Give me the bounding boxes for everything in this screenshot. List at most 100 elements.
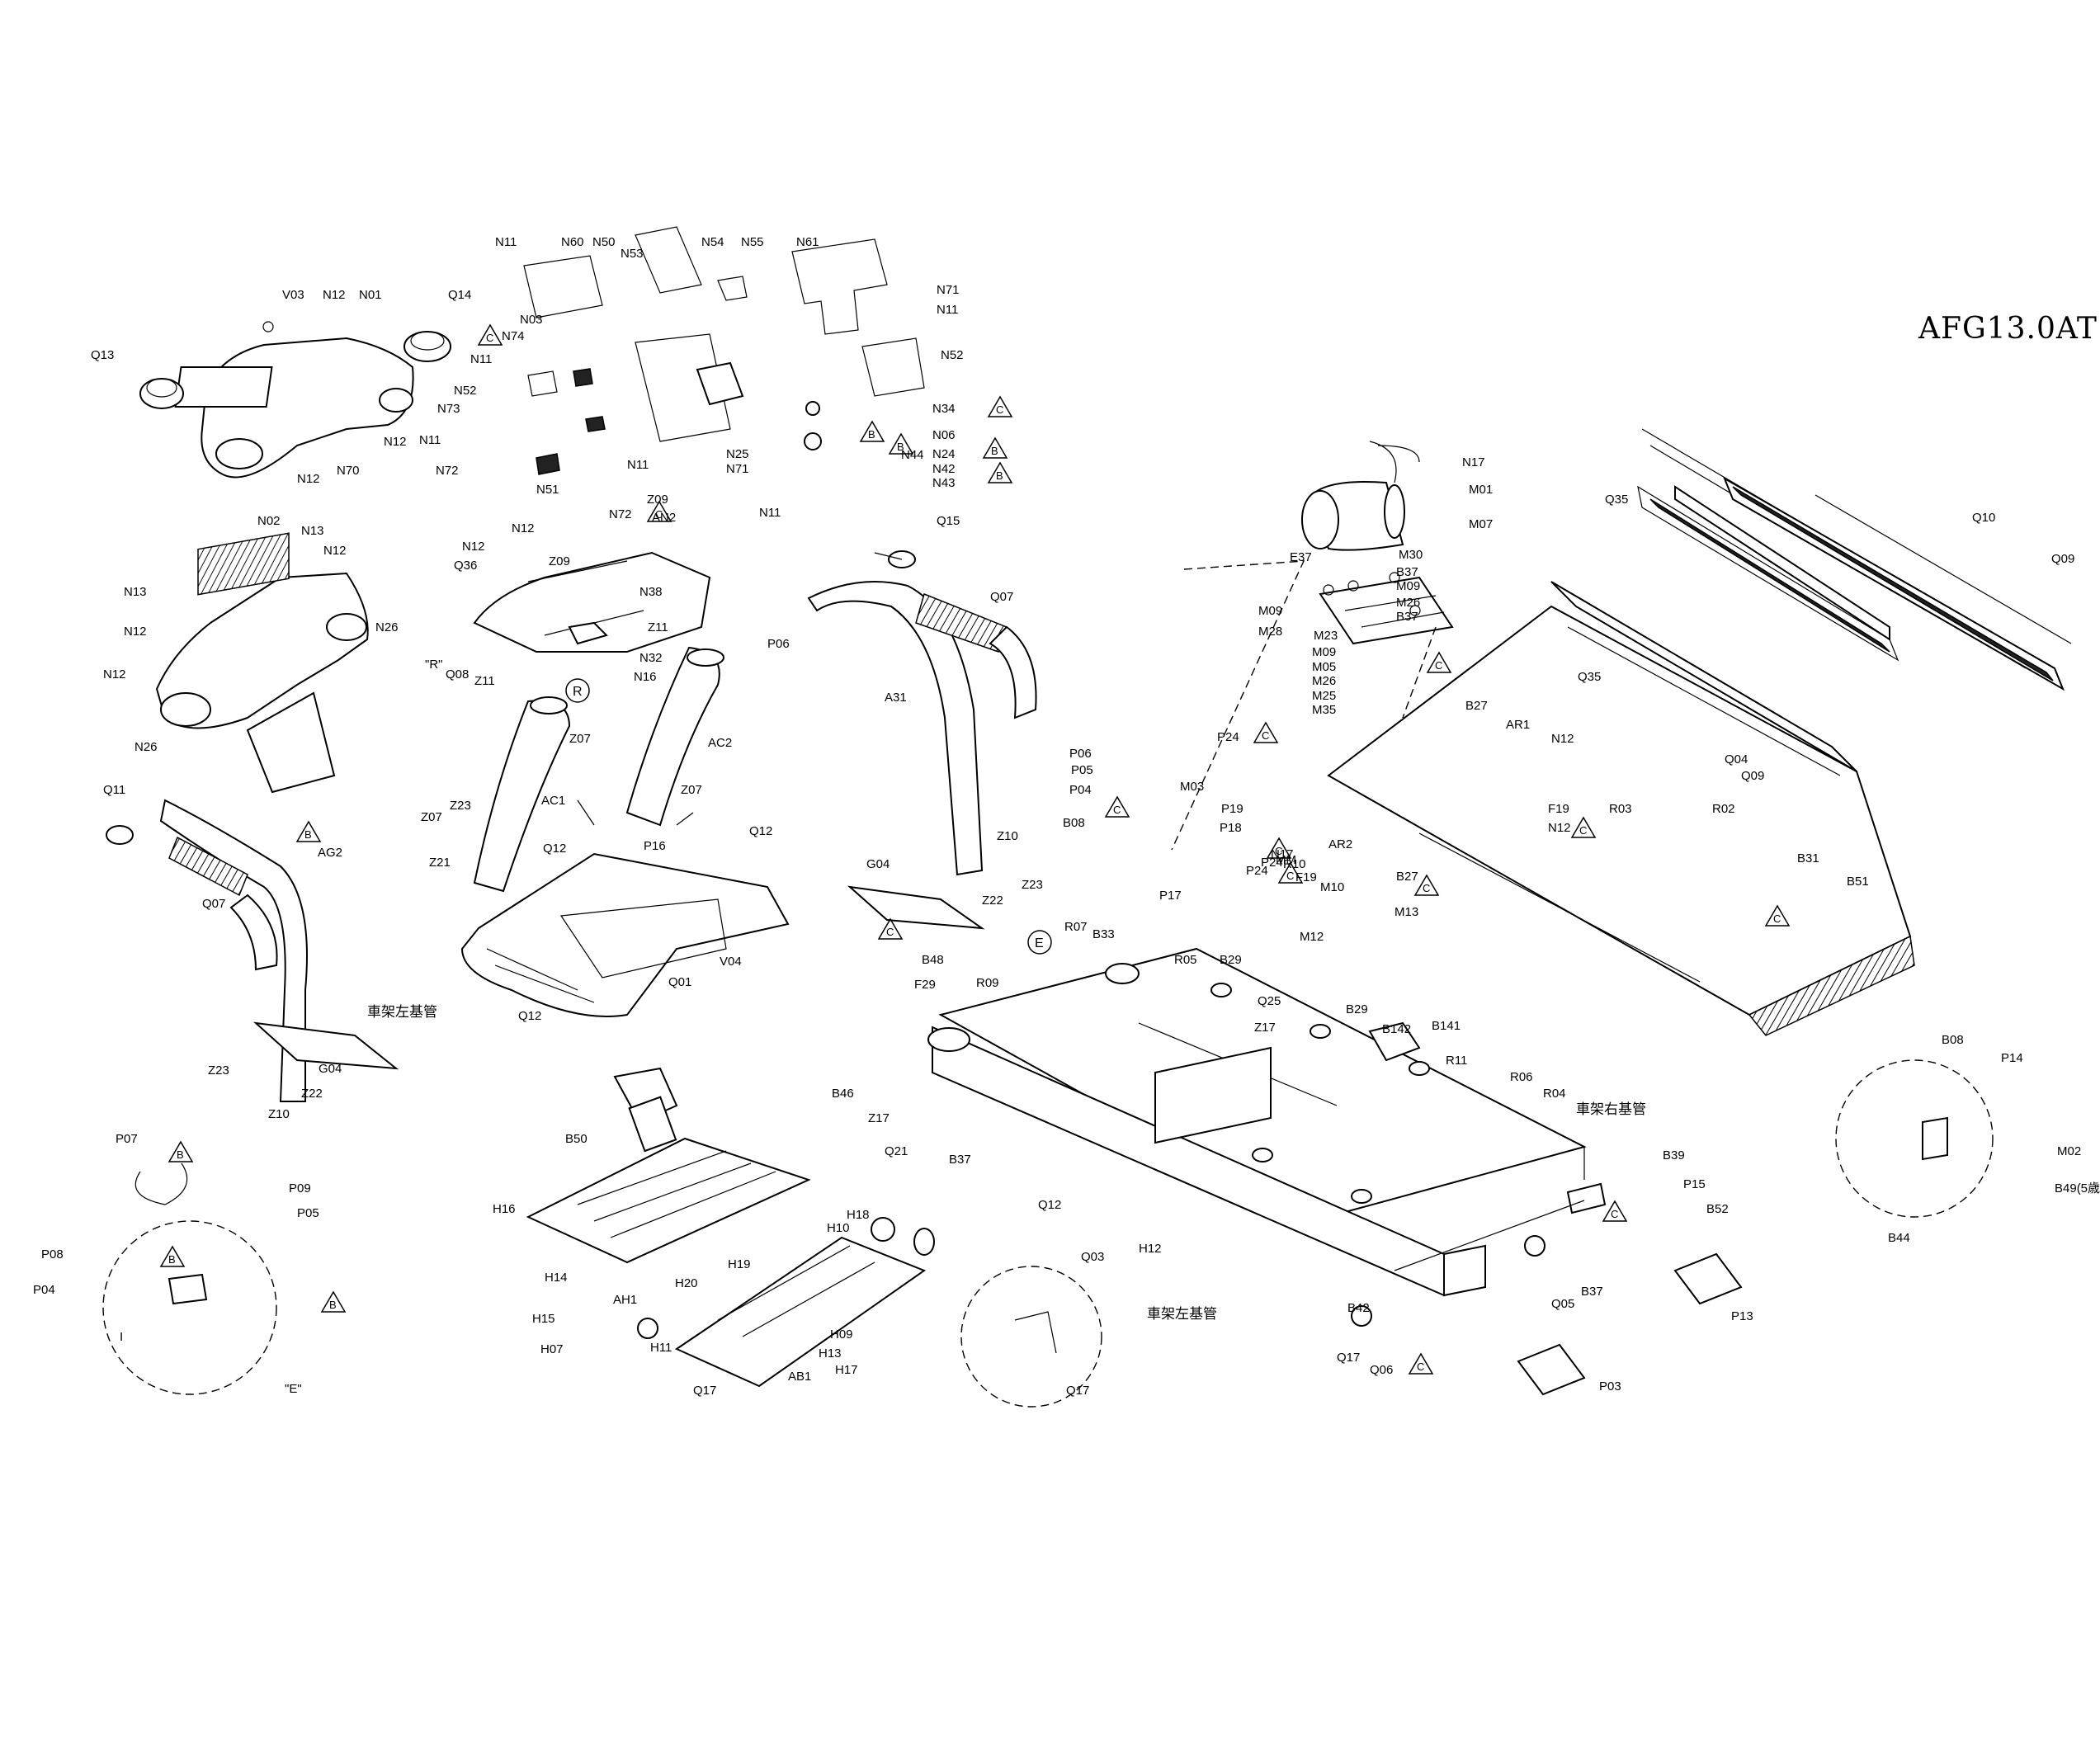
part-label: P05 xyxy=(1071,763,1093,777)
part-label: N11 xyxy=(495,235,517,249)
part-label: Q14 xyxy=(448,288,471,302)
part-label: M01 xyxy=(1469,483,1493,497)
part-label: MM xyxy=(1276,853,1296,867)
part-label: V03 xyxy=(282,288,304,302)
part-label: P06 xyxy=(767,637,790,651)
side-rails xyxy=(1550,428,2072,772)
part-label: Z21 xyxy=(429,856,451,870)
callout-triangle-c: C xyxy=(1266,837,1292,859)
part-label: P05 xyxy=(297,1206,319,1220)
part-label: M35 xyxy=(1312,703,1336,717)
part-label: Q12 xyxy=(518,1009,541,1023)
part-label: P08 xyxy=(41,1247,64,1261)
part-label: N50 xyxy=(592,235,616,249)
part-label: Z07 xyxy=(681,783,702,797)
svg-text:C: C xyxy=(1773,913,1781,925)
svg-text:C: C xyxy=(1286,870,1294,882)
part-label: M10 xyxy=(1320,880,1344,894)
part-label: Z17 xyxy=(1254,1021,1276,1035)
part-label: N53 xyxy=(621,247,644,261)
part-label: M09 xyxy=(1312,645,1336,659)
part-label: R04 xyxy=(1543,1087,1566,1101)
svg-text:R: R xyxy=(573,685,583,699)
drive-motor-assembly xyxy=(1171,441,1454,851)
part-label: Z11 xyxy=(648,620,668,634)
part-label: B52 xyxy=(1706,1202,1729,1216)
part-label: N12 xyxy=(297,472,320,486)
part-label: B42 xyxy=(1347,1301,1370,1315)
part-label: P24 xyxy=(1217,730,1239,744)
svg-text:C: C xyxy=(1423,882,1430,894)
svg-text:B: B xyxy=(329,1299,337,1311)
part-label: H20 xyxy=(675,1276,698,1290)
part-label: Q17 xyxy=(693,1384,716,1398)
part-label: M25 xyxy=(1312,689,1336,703)
svg-text:C: C xyxy=(1113,804,1121,816)
svg-text:B: B xyxy=(991,445,998,457)
part-label: H11 xyxy=(650,1341,672,1355)
part-label: AB1 xyxy=(788,1370,811,1384)
part-label: H18 xyxy=(847,1208,870,1222)
part-label: Q09 xyxy=(1741,769,1764,783)
part-label: R03 xyxy=(1609,802,1632,816)
part-label: B49(5歳) xyxy=(2055,1181,2100,1195)
part-label: Z10 xyxy=(997,829,1018,843)
part-label: N74 xyxy=(502,329,525,343)
callout-triangle-c: C xyxy=(987,395,1013,417)
part-label: N51 xyxy=(536,483,559,497)
part-label: N52 xyxy=(941,348,964,362)
part-label: Q04 xyxy=(1725,752,1748,766)
part-label: H15 xyxy=(532,1312,555,1326)
part-label: N12 xyxy=(512,521,535,535)
callout-triangle-c: C xyxy=(477,323,503,346)
svg-text:C: C xyxy=(486,332,493,344)
callout-triangle-c: C xyxy=(646,500,672,522)
part-label: N12 xyxy=(103,667,126,681)
part-label: B48 xyxy=(922,953,944,967)
part-label: M28 xyxy=(1258,625,1282,639)
callout-triangle-c: C xyxy=(1104,795,1130,818)
part-label: M09 xyxy=(1258,604,1282,618)
callout-triangle-c: C xyxy=(1253,721,1279,743)
part-label: Q13 xyxy=(91,348,114,362)
part-label: N71 xyxy=(726,462,749,476)
part-label: B51 xyxy=(1847,875,1869,889)
svg-text:C: C xyxy=(1262,729,1269,742)
part-label: B141 xyxy=(1432,1019,1461,1033)
part-label: M09 xyxy=(1396,579,1420,593)
callout-triangle-b: B xyxy=(982,436,1008,459)
part-label: B31 xyxy=(1797,851,1819,865)
part-label: Z23 xyxy=(208,1063,229,1078)
part-label: M05 xyxy=(1312,660,1336,674)
callout-triangle-b: B xyxy=(859,420,885,442)
console-lower-assembly xyxy=(155,532,369,794)
part-label: N73 xyxy=(437,402,460,416)
part-label: N34 xyxy=(932,402,956,416)
part-label: AC1 xyxy=(541,794,565,808)
part-label: H12 xyxy=(1139,1242,1162,1256)
part-label: N12 xyxy=(1551,732,1574,746)
callout-triangle-c: C xyxy=(1426,651,1452,673)
console-upper-assembly xyxy=(139,321,451,479)
part-label: B39 xyxy=(1663,1148,1685,1162)
part-label: Q10 xyxy=(1972,511,1995,525)
part-label: P06 xyxy=(1069,747,1092,761)
part-label: Z11 xyxy=(474,674,495,688)
part-label: N11 xyxy=(627,458,649,472)
part-label: R10 xyxy=(1283,857,1306,871)
part-label: H07 xyxy=(540,1342,564,1356)
part-label: P24 xyxy=(1261,856,1283,870)
part-label: AC2 xyxy=(708,736,732,750)
detail-circle-e xyxy=(102,1162,277,1395)
callout-triangle-c: C xyxy=(1413,874,1440,896)
part-label: B27 xyxy=(1465,699,1488,713)
part-label: AR1 xyxy=(1506,718,1530,732)
part-label: P14 xyxy=(2001,1051,2023,1065)
part-label: B44 xyxy=(1888,1231,1910,1245)
callout-triangle-b: B xyxy=(320,1290,347,1313)
frame-label-left-upper: 車架左基管 xyxy=(367,1004,437,1021)
part-label: Q17 xyxy=(1337,1351,1360,1365)
part-label: F19 xyxy=(1295,870,1317,884)
callout-triangle-c: C xyxy=(1277,861,1304,884)
part-label: M03 xyxy=(1180,780,1204,794)
